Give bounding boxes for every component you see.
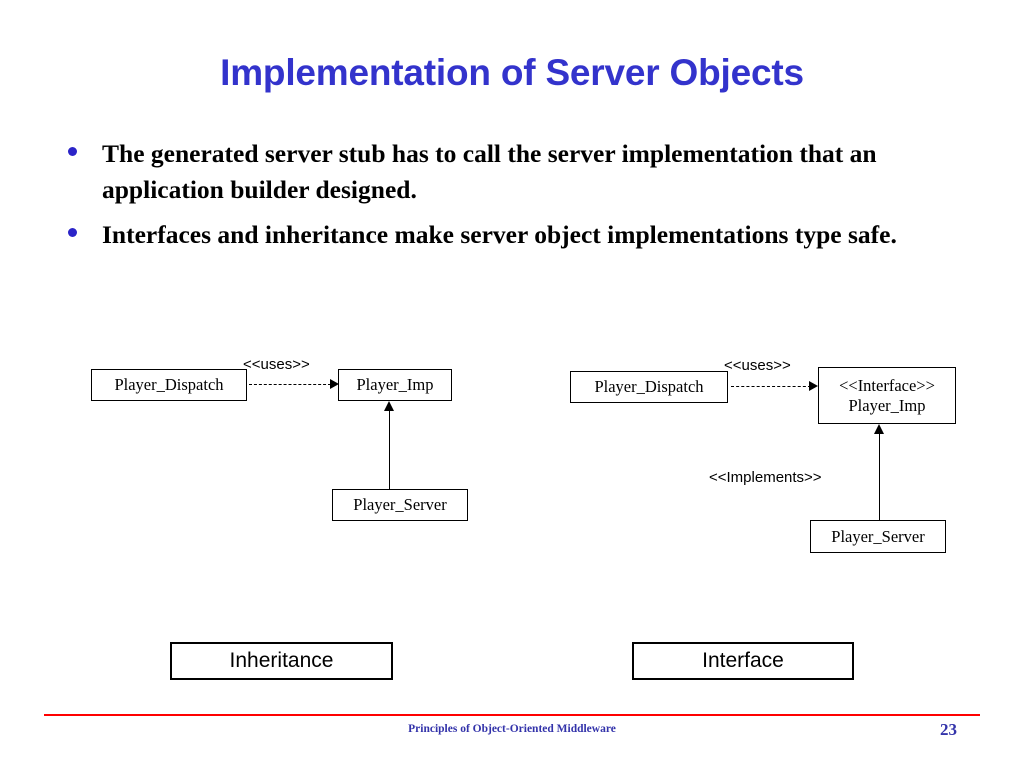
bullet-dot-icon [68,147,77,156]
interface-implements-arrowhead-icon [874,424,884,434]
bullet-text: The generated server stub has to call th… [102,139,877,204]
inheritance-uses-arrowhead-icon [330,379,339,389]
interface-implements-label: <<Implements>> [709,469,822,486]
list-item: Interfaces and inheritance make server o… [62,217,972,253]
inheritance-player-dispatch-box: Player_Dispatch [91,369,247,401]
list-item: The generated server stub has to call th… [62,136,972,208]
interface-player-dispatch-box: Player_Dispatch [570,371,728,403]
inheritance-generalization-line [389,411,390,489]
interface-uses-arrowhead-icon [809,381,818,391]
interface-stereotype-label: <<Interface>> [839,375,935,395]
inheritance-uses-dashed-line [249,384,331,385]
interface-caption-box: Interface [632,642,854,680]
bullet-list: The generated server stub has to call th… [62,136,972,262]
interface-uses-dashed-line [731,386,811,387]
interface-player-imp-label: Player_Imp [848,395,926,415]
inheritance-player-imp-box: Player_Imp [338,369,452,401]
page-title: Implementation of Server Objects [220,52,804,93]
interface-implements-line [879,434,880,520]
footer-divider [44,714,980,716]
inheritance-player-server-box: Player_Server [332,489,468,521]
footer-title: Principles of Object-Oriented Middleware [408,723,616,735]
bullet-dot-icon [68,228,77,237]
interface-player-server-box: Player_Server [810,520,946,553]
interface-uses-label: <<uses>> [724,357,791,374]
inheritance-uses-label: <<uses>> [243,356,310,373]
page-number: 23 [940,720,957,739]
inheritance-caption-box: Inheritance [170,642,393,680]
interface-player-imp-box: <<Interface>> Player_Imp [818,367,956,424]
bullet-text: Interfaces and inheritance make server o… [102,220,897,249]
inheritance-generalization-arrowhead-icon [384,401,394,411]
